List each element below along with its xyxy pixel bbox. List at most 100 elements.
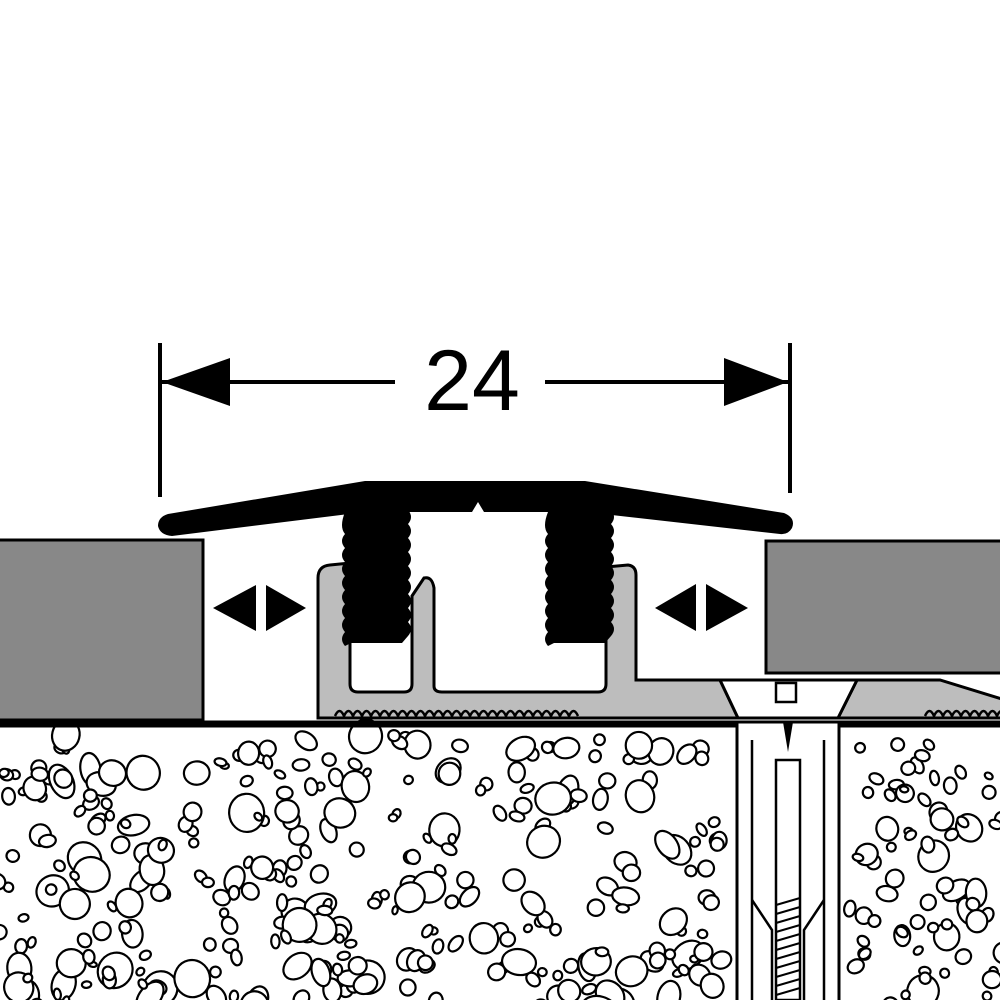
pebble bbox=[53, 859, 66, 873]
pebble bbox=[0, 872, 7, 891]
pebble bbox=[398, 978, 417, 997]
pebble bbox=[421, 923, 434, 939]
pebble bbox=[303, 777, 319, 797]
pebble bbox=[58, 887, 91, 921]
pebble bbox=[114, 887, 144, 919]
pebble bbox=[262, 754, 274, 770]
pebble bbox=[72, 855, 111, 893]
pebble bbox=[80, 980, 93, 990]
pebble bbox=[343, 938, 358, 949]
arrowhead-left-icon bbox=[162, 358, 230, 406]
pebble bbox=[499, 930, 517, 948]
pebble bbox=[981, 990, 993, 1000]
pebble bbox=[594, 979, 626, 1000]
pebble bbox=[588, 749, 603, 764]
expansion-arrows-left-icon bbox=[213, 585, 306, 631]
pebble bbox=[487, 962, 507, 982]
pebble bbox=[500, 947, 538, 977]
pebble bbox=[882, 996, 900, 1000]
pebble bbox=[519, 782, 535, 795]
dimension-label: 24 bbox=[424, 333, 520, 429]
pebble bbox=[274, 798, 300, 824]
pebble bbox=[918, 971, 932, 985]
pebble bbox=[285, 875, 298, 888]
pebble bbox=[663, 948, 677, 961]
pebble bbox=[885, 841, 897, 853]
pebble bbox=[900, 989, 911, 1000]
pebble bbox=[26, 936, 37, 949]
pebble bbox=[100, 797, 113, 811]
pebble bbox=[96, 951, 134, 990]
pebble bbox=[230, 948, 243, 967]
pebble bbox=[900, 760, 917, 776]
pebble bbox=[534, 781, 573, 816]
pebble bbox=[286, 854, 303, 871]
pebble bbox=[135, 966, 146, 977]
pebble bbox=[614, 955, 649, 988]
pebble bbox=[697, 859, 716, 878]
pebble bbox=[310, 957, 332, 988]
pebble bbox=[526, 824, 562, 859]
pebble bbox=[73, 804, 87, 818]
pebble bbox=[200, 876, 215, 889]
pebble bbox=[387, 813, 399, 823]
pebble bbox=[427, 991, 444, 1000]
pebble bbox=[562, 957, 580, 974]
pebble bbox=[709, 836, 725, 852]
pebble bbox=[273, 769, 287, 780]
pebble bbox=[942, 776, 958, 795]
pebble bbox=[437, 761, 462, 786]
pebble bbox=[935, 876, 955, 895]
pebble bbox=[14, 937, 29, 955]
pebble bbox=[182, 760, 211, 786]
pebble bbox=[656, 979, 682, 1000]
pebble bbox=[3, 971, 35, 1000]
pebble bbox=[451, 738, 469, 754]
pebble bbox=[981, 784, 997, 800]
pebble bbox=[929, 807, 955, 832]
pebble bbox=[321, 752, 337, 767]
pebble bbox=[125, 754, 161, 791]
pebble bbox=[348, 841, 365, 858]
pebble bbox=[250, 855, 275, 880]
pebble bbox=[17, 913, 30, 923]
pebble bbox=[843, 899, 857, 918]
pebble bbox=[37, 833, 57, 849]
pebble bbox=[981, 969, 1000, 990]
pebble bbox=[379, 889, 390, 901]
pebble bbox=[237, 740, 261, 766]
pebble bbox=[157, 838, 168, 852]
pebble bbox=[447, 832, 458, 845]
pebble bbox=[69, 870, 80, 882]
pebble bbox=[883, 788, 897, 803]
pebble bbox=[917, 792, 932, 808]
pebble bbox=[331, 962, 344, 977]
pebble bbox=[694, 750, 710, 767]
pebble bbox=[702, 894, 721, 912]
pebble bbox=[928, 769, 941, 787]
pebble bbox=[954, 948, 973, 966]
pebble bbox=[240, 881, 260, 901]
pebble bbox=[367, 897, 382, 910]
pebble bbox=[696, 928, 709, 940]
pebble bbox=[693, 942, 714, 962]
pebble bbox=[912, 945, 924, 956]
pebble bbox=[61, 995, 71, 1000]
pebble bbox=[868, 772, 885, 786]
pebble bbox=[323, 797, 357, 829]
pebble bbox=[507, 761, 526, 784]
pebble bbox=[615, 903, 631, 914]
pebble bbox=[854, 741, 867, 754]
pebble bbox=[707, 816, 721, 829]
pebble bbox=[591, 787, 609, 811]
pebble bbox=[648, 951, 667, 970]
pebble bbox=[598, 772, 617, 790]
pebble bbox=[218, 907, 230, 919]
pebble bbox=[654, 829, 681, 860]
pebble bbox=[621, 863, 642, 883]
pebble bbox=[624, 730, 654, 760]
pebble bbox=[228, 989, 240, 1000]
pebble bbox=[110, 835, 131, 855]
